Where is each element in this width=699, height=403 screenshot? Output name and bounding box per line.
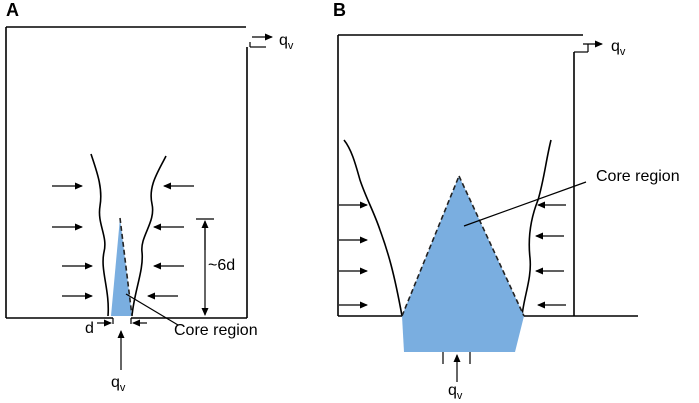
core-edge-dashed-left-b — [401, 175, 460, 317]
width-label-a: d — [85, 320, 94, 337]
jet-boundary-right-a — [131, 155, 167, 317]
inflow-label-a: qv — [111, 374, 126, 394]
core-region-a — [111, 218, 132, 316]
inflow-arrows-left-a — [52, 182, 93, 300]
panel-b-label: B — [333, 0, 346, 20]
inflow-arrows-right-b — [535, 201, 566, 309]
jet-boundary-left-b — [343, 139, 403, 317]
outflow-label-a: qv — [279, 32, 294, 52]
inflow-arrows-right-a — [147, 182, 194, 300]
panel-b: B qv — [333, 0, 680, 402]
height-label-a: ~6d — [208, 257, 235, 274]
panel-a: A qv — [5, 0, 294, 394]
core-label-b: Core region — [596, 168, 680, 185]
jet-boundary-right-b — [521, 139, 552, 317]
panel-b-container — [337, 34, 638, 317]
panel-a-outflow: qv — [249, 32, 294, 52]
core-edge-dashed-a — [119, 217, 133, 317]
inflow-label-b: qv — [448, 382, 463, 402]
panel-a-inflow: qv — [111, 330, 126, 394]
panel-b-outflow: qv — [574, 38, 626, 58]
height-dimension-a: ~6d — [196, 218, 235, 316]
outflow-label-b: qv — [611, 38, 626, 58]
inflow-arrows-left-b — [339, 201, 368, 309]
core-leader-line-b — [463, 181, 587, 227]
core-edge-dashed-right-b — [458, 175, 525, 317]
core-region-b — [402, 176, 524, 352]
core-label-a: Core region — [174, 322, 258, 339]
panel-b-inflow: qv — [442, 352, 471, 402]
core-leader-line-a — [125, 293, 179, 326]
panel-a-container — [5, 26, 248, 324]
jet-boundary-left-a — [90, 153, 110, 317]
width-dimension-a: d — [85, 319, 147, 337]
panel-a-label: A — [6, 0, 19, 20]
